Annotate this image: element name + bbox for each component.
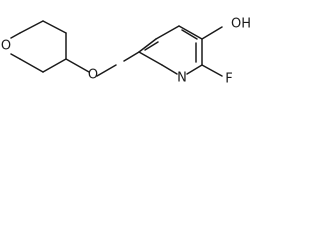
structure-diagram: O O N F OH	[0, 0, 269, 98]
substituents	[201, 26, 223, 77]
bond	[181, 29, 198, 40]
bond	[186, 64, 203, 75]
bond	[178, 25, 203, 40]
pyridine-ring	[138, 25, 203, 75]
bond	[96, 64, 117, 77]
hydroxyl-label: OH	[231, 17, 251, 32]
bond	[161, 64, 178, 75]
bond	[42, 20, 67, 34]
bond	[42, 58, 67, 73]
bond	[10, 53, 21, 60]
bond	[138, 38, 157, 53]
fluorine-label: F	[225, 72, 232, 87]
ether-oxygen-label: O	[88, 68, 98, 83]
bond	[10, 32, 21, 39]
ring-oxygen-label: O	[1, 39, 11, 54]
bond	[65, 58, 90, 73]
molecule-svg: O O N F OH	[1, 17, 251, 87]
bond	[138, 51, 163, 66]
bond	[155, 25, 180, 40]
bond	[19, 58, 44, 73]
bond	[144, 41, 159, 51]
nitrogen-label: N	[177, 71, 187, 86]
bond	[19, 20, 44, 34]
oxane-ring	[10, 20, 67, 73]
bond	[123, 51, 140, 62]
bond	[201, 26, 223, 40]
bond	[201, 64, 223, 77]
ether-linker	[65, 51, 140, 77]
